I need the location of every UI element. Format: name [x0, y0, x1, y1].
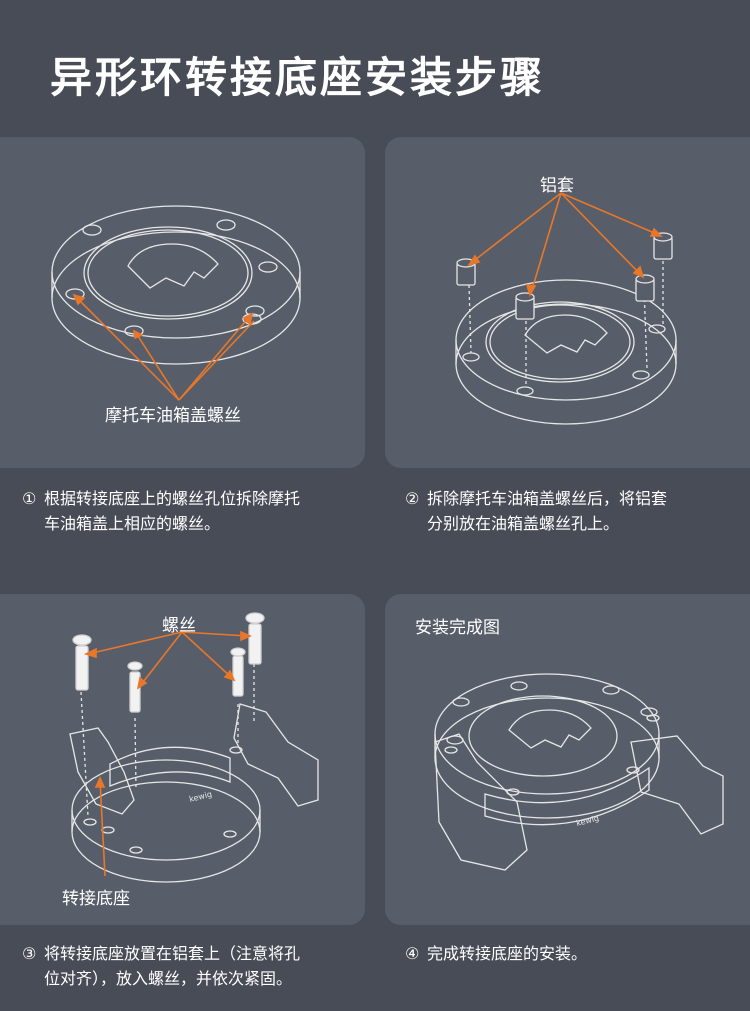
step-4-caption-line1: 完成转接底座的安装。 [427, 944, 588, 963]
step-4-caption: ④ 完成转接底座的安装。 [405, 941, 750, 966]
pointer-arrows [467, 192, 663, 298]
step-1-caption-line1: 根据转接底座上的螺丝孔位拆除摩托 [44, 489, 301, 508]
step-2-number: ② [405, 489, 420, 508]
finished-install-illustration: kewig [434, 673, 724, 871]
pointer-arrows [72, 293, 255, 401]
step-1-number: ① [22, 489, 37, 508]
step-2-caption-line1: 拆除摩托车油箱盖螺丝后，将铝套 [427, 489, 668, 508]
sleeve-label: 铝套 [540, 176, 574, 196]
fuel-cap-illustration [51, 205, 301, 401]
step-1-caption: ① 根据转接底座上的螺丝孔位拆除摩托 车油箱盖上相应的螺丝。 [22, 486, 367, 536]
base-install-illustration: kewig [69, 612, 319, 883]
base-logo: kewig [188, 790, 213, 804]
step-4-number: ④ [405, 944, 420, 963]
pointer-arrows [83, 630, 252, 877]
page-title: 异形环转接底座安装步骤 [50, 53, 546, 102]
step-3-caption-line2: 位对齐），放入螺丝，并依次紧固。 [44, 969, 293, 988]
screws-label: 摩托车油箱盖螺丝 [105, 406, 241, 426]
step-1-caption-line2: 车油箱盖上相应的螺丝。 [44, 514, 221, 533]
step-1-illustration-panel: 摩托车油箱盖螺丝 [0, 137, 365, 468]
step-3-number: ③ [22, 944, 37, 963]
step-3-caption-line1: 将转接底座放置在铝套上（注意将孔 [44, 944, 301, 963]
adapter-base-label: 转接底座 [62, 889, 130, 909]
step-3-caption: ③ 将转接底座放置在铝套上（注意将孔 位对齐），放入螺丝，并依次紧固。 [22, 941, 367, 991]
step-4-illustration-panel: kewig 安装完成图 [385, 594, 750, 925]
screws-label-step3: 螺丝 [162, 616, 196, 636]
step-3-illustration-panel: kewig 螺丝 转接底座 [0, 594, 365, 925]
sleeve-illustration [455, 192, 677, 425]
step-2-caption: ② 拆除摩托车油箱盖螺丝后，将铝套 分别放在油箱盖螺丝孔上。 [405, 486, 750, 536]
finished-label: 安装完成图 [415, 618, 500, 638]
step-2-illustration-panel: 铝套 [385, 137, 750, 468]
step-2-caption-line2: 分别放在油箱盖螺丝孔上。 [427, 514, 620, 533]
